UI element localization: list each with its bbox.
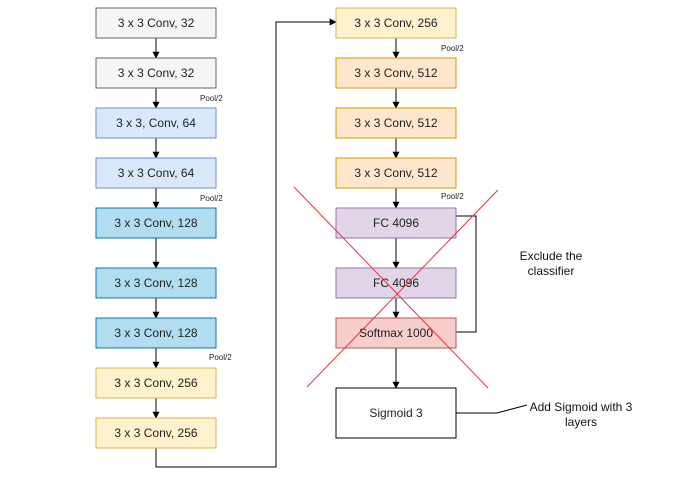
layer-node: 3 x 3 Conv, 512 (335, 57, 457, 89)
pool-note: Pool/2 (441, 44, 464, 53)
layer-node: 3 x 3 Conv, 128 (95, 207, 217, 239)
pool-note: Pool/2 (441, 192, 464, 201)
connector (155, 18, 337, 468)
edges-layer (152, 18, 528, 468)
layer-node: Sigmoid 3 (335, 387, 457, 439)
layer-label: FC 4096 (373, 216, 419, 230)
exclusion-cross (293, 186, 499, 389)
layer-node: 3 x 3 Conv, 128 (95, 267, 217, 299)
layer-node: 3 x 3 Conv, 128 (95, 317, 217, 349)
layer-label: 3 x 3, Conv, 64 (116, 116, 196, 130)
pool-note: Pool/2 (200, 94, 223, 103)
layer-box (95, 157, 217, 189)
sigmoid-annotation: Add Sigmoid with 3 layers (530, 400, 633, 429)
layer-box (95, 417, 217, 449)
layer-label: Softmax 1000 (359, 326, 433, 340)
layer-node: 3 x 3 Conv, 256 (335, 7, 457, 39)
layer-box (335, 317, 457, 349)
layer-node: FC 4096 (335, 207, 457, 239)
layer-box (95, 317, 217, 349)
layer-label: 3 x 3 Conv, 32 (118, 66, 195, 80)
exclude-annotation: Exclude the classifier (520, 249, 583, 278)
layer-label: 3 x 3 Conv, 128 (114, 276, 197, 290)
layer-box (95, 7, 217, 39)
nodes-layer: 3 x 3 Conv, 32 3 x 3 Conv, 32 3 x 3, Conv,… (95, 7, 457, 449)
connector (456, 215, 477, 333)
layer-node: 3 x 3, Conv, 64 (95, 107, 217, 139)
connector (456, 404, 528, 414)
layer-label: FC 4096 (373, 276, 419, 290)
layer-label: 3 x 3 Conv, 256 (354, 16, 437, 30)
layer-box (95, 207, 217, 239)
layer-box (95, 107, 217, 139)
pool-note: Pool/2 (200, 194, 223, 203)
layer-label: 3 x 3 Conv, 256 (114, 376, 197, 390)
layer-node: 3 x 3 Conv, 64 (95, 157, 217, 189)
layer-label: 3 x 3 Conv, 512 (354, 166, 437, 180)
layer-label: 3 x 3 Conv, 512 (354, 66, 437, 80)
layer-box (335, 207, 457, 239)
layer-node: Softmax 1000 (335, 317, 457, 349)
layer-label: 3 x 3 Conv, 128 (114, 216, 197, 230)
layer-box (335, 387, 457, 439)
layer-node: 3 x 3 Conv, 256 (95, 367, 217, 399)
layer-box (95, 367, 217, 399)
layer-node: 3 x 3 Conv, 512 (335, 157, 457, 189)
cross-line (306, 189, 499, 388)
layer-box (335, 157, 457, 189)
layer-node: 3 x 3 Conv, 32 (95, 57, 217, 89)
layer-label: Sigmoid 3 (369, 406, 423, 420)
pool-notes: Pool/2 Pool/2 Pool/2 Pool/2 Pool/2 (200, 44, 464, 362)
annotation-line: Add Sigmoid with 3 (530, 400, 633, 414)
layer-box (95, 267, 217, 299)
layer-box (335, 7, 457, 39)
pool-note: Pool/2 (209, 353, 232, 362)
layer-box (335, 57, 457, 89)
annotation-line: Exclude the (520, 249, 583, 263)
layer-label: 3 x 3 Conv, 128 (114, 326, 197, 340)
layer-node: 3 x 3 Conv, 256 (95, 417, 217, 449)
layer-node: 3 x 3 Conv, 512 (335, 107, 457, 139)
layer-node: 3 x 3 Conv, 32 (95, 7, 217, 39)
layer-box (95, 57, 217, 89)
annotation-line: layers (565, 415, 597, 429)
layer-label: 3 x 3 Conv, 32 (118, 16, 195, 30)
layer-box (335, 107, 457, 139)
layer-label: 3 x 3 Conv, 256 (114, 426, 197, 440)
cross-line (293, 186, 489, 389)
annotation-line: classifier (528, 264, 575, 278)
layer-label: 3 x 3 Conv, 64 (118, 166, 195, 180)
layer-label: 3 x 3 Conv, 512 (354, 116, 437, 130)
layer-node: FC 4096 (335, 267, 457, 299)
